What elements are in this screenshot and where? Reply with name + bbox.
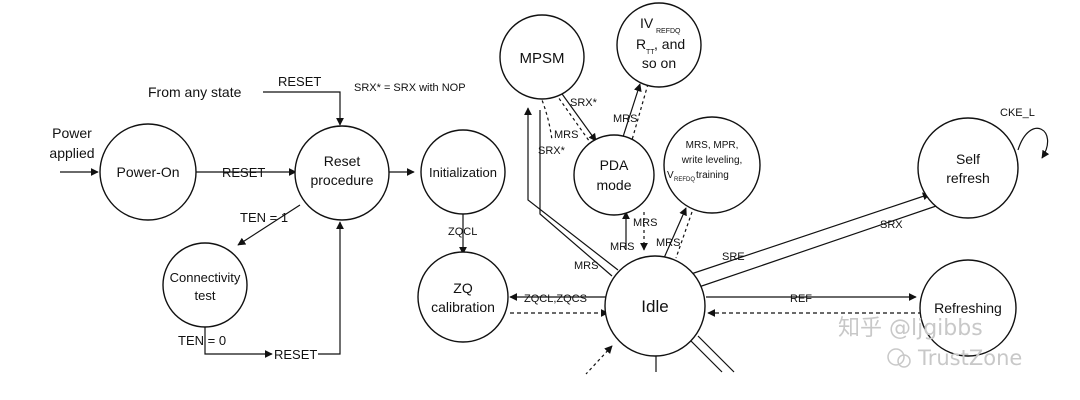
state-reset-procedure [294, 125, 390, 221]
state-pda-mode [573, 134, 655, 216]
idle-label: Idle [641, 297, 668, 316]
mrs-label-4: MRS [610, 241, 634, 253]
reset-bottom-arrow [318, 221, 344, 355]
idle-to-mpsm-line [539, 110, 613, 277]
reset-label-1: Reset [324, 153, 361, 169]
state-self-refresh [917, 117, 1019, 219]
watermark: 知乎 @ljgibbs TrustZone [838, 316, 1022, 370]
ten0-label: TEN = 0 [178, 333, 226, 348]
srx-note-label: SRX* = SRX with NOP [354, 82, 466, 94]
srx-label: SRX [880, 219, 903, 231]
bottom-dashed-arrow [585, 345, 613, 375]
srx-star-label-a: SRX* [538, 145, 566, 157]
mrs-label-5: MRS [656, 237, 680, 249]
iv-label-2b: , and [654, 36, 685, 52]
mrs-to-idle-dashed [675, 211, 693, 259]
state-mpsm [499, 14, 585, 100]
zq-label-2: calibration [431, 299, 495, 315]
mrs-train-label-3sub: REFDQ [674, 177, 695, 183]
state-iv-refdq [616, 2, 702, 88]
reset-bottom-label: RESET [274, 347, 317, 362]
ten1-label: TEN = 1 [240, 210, 288, 225]
mrs-label-1: MRS [554, 129, 578, 141]
idle-to-mpsm-arrow [524, 107, 619, 271]
srx-arrow [689, 203, 943, 292]
mrs-label-3: MRS [633, 217, 657, 229]
pda-label-2: mode [596, 177, 631, 193]
mrs-train-label-2: write leveling, [681, 155, 743, 166]
from-any-state-label: From any state [148, 84, 242, 100]
reset-label-2: procedure [310, 172, 373, 188]
cke-loop-arrow [1017, 127, 1050, 159]
connectivity-label-1: Connectivity [170, 270, 241, 285]
mrs-train-label-1: MRS, MPR, [686, 140, 739, 151]
connectivity-label-2: test [195, 288, 216, 303]
idle-to-mrs-arrow [663, 207, 687, 259]
srx-star-label-b: SRX* [570, 97, 598, 109]
iv-to-pda-dashed [631, 83, 649, 141]
wechat-icon [887, 348, 905, 366]
power-label-1: Power [52, 125, 92, 141]
state-mrs-training [663, 116, 761, 214]
ref-label: REF [790, 293, 812, 305]
cke-l-label: CKE_L [1000, 107, 1035, 119]
self-refresh-label-2: refresh [946, 170, 990, 186]
reset-to-connectivity-arrow [237, 204, 301, 246]
state-zq-calibration [417, 251, 509, 343]
watermark-line-2: TrustZone [917, 346, 1022, 370]
mpsm-label: MPSM [520, 50, 565, 67]
reset-top-label: RESET [278, 74, 321, 89]
sre-label: SRE [722, 251, 745, 263]
state-refreshing [919, 259, 1017, 357]
watermark-line-1: 知乎 @ljgibbs [838, 316, 983, 341]
mrs-train-label-3b: training [696, 170, 729, 181]
ten0-arrow [204, 324, 273, 358]
zqcl-label: ZQCL [448, 226, 477, 238]
state-idle [604, 255, 706, 357]
mrs-label-6: MRS [574, 260, 598, 272]
any-state-reset-arrow [263, 91, 344, 126]
mrs-train-label-3a: V [667, 170, 674, 181]
iv-label-1: IV [640, 15, 654, 31]
pda-to-iv-arrow [621, 83, 642, 141]
bottom-double-2 [697, 335, 735, 373]
self-refresh-label-1: Self [956, 151, 980, 167]
power-label-2: applied [49, 145, 94, 161]
iv-label-sub: REFDQ [656, 28, 681, 35]
state-connectivity-test [162, 242, 248, 328]
bottom-double-1 [689, 339, 723, 373]
iv-label-2sub: TT [646, 49, 655, 56]
pda-label-1: PDA [600, 157, 629, 173]
zqcl-zqcs-label: ZQCL,ZQCS [524, 293, 587, 305]
refreshing-label: Refreshing [934, 300, 1002, 316]
state-initialization [420, 129, 506, 215]
iv-label-3: so on [642, 55, 676, 71]
mrs-label-2: MRS [613, 113, 637, 125]
initialization-label: Initialization [429, 165, 497, 180]
sre-arrow [687, 192, 931, 276]
iv-label-2a: R [636, 36, 646, 52]
zq-label-1: ZQ [453, 280, 473, 296]
state-power-on [99, 123, 197, 221]
reset-mid-label: RESET [222, 165, 265, 180]
power-on-label: Power-On [116, 164, 179, 180]
